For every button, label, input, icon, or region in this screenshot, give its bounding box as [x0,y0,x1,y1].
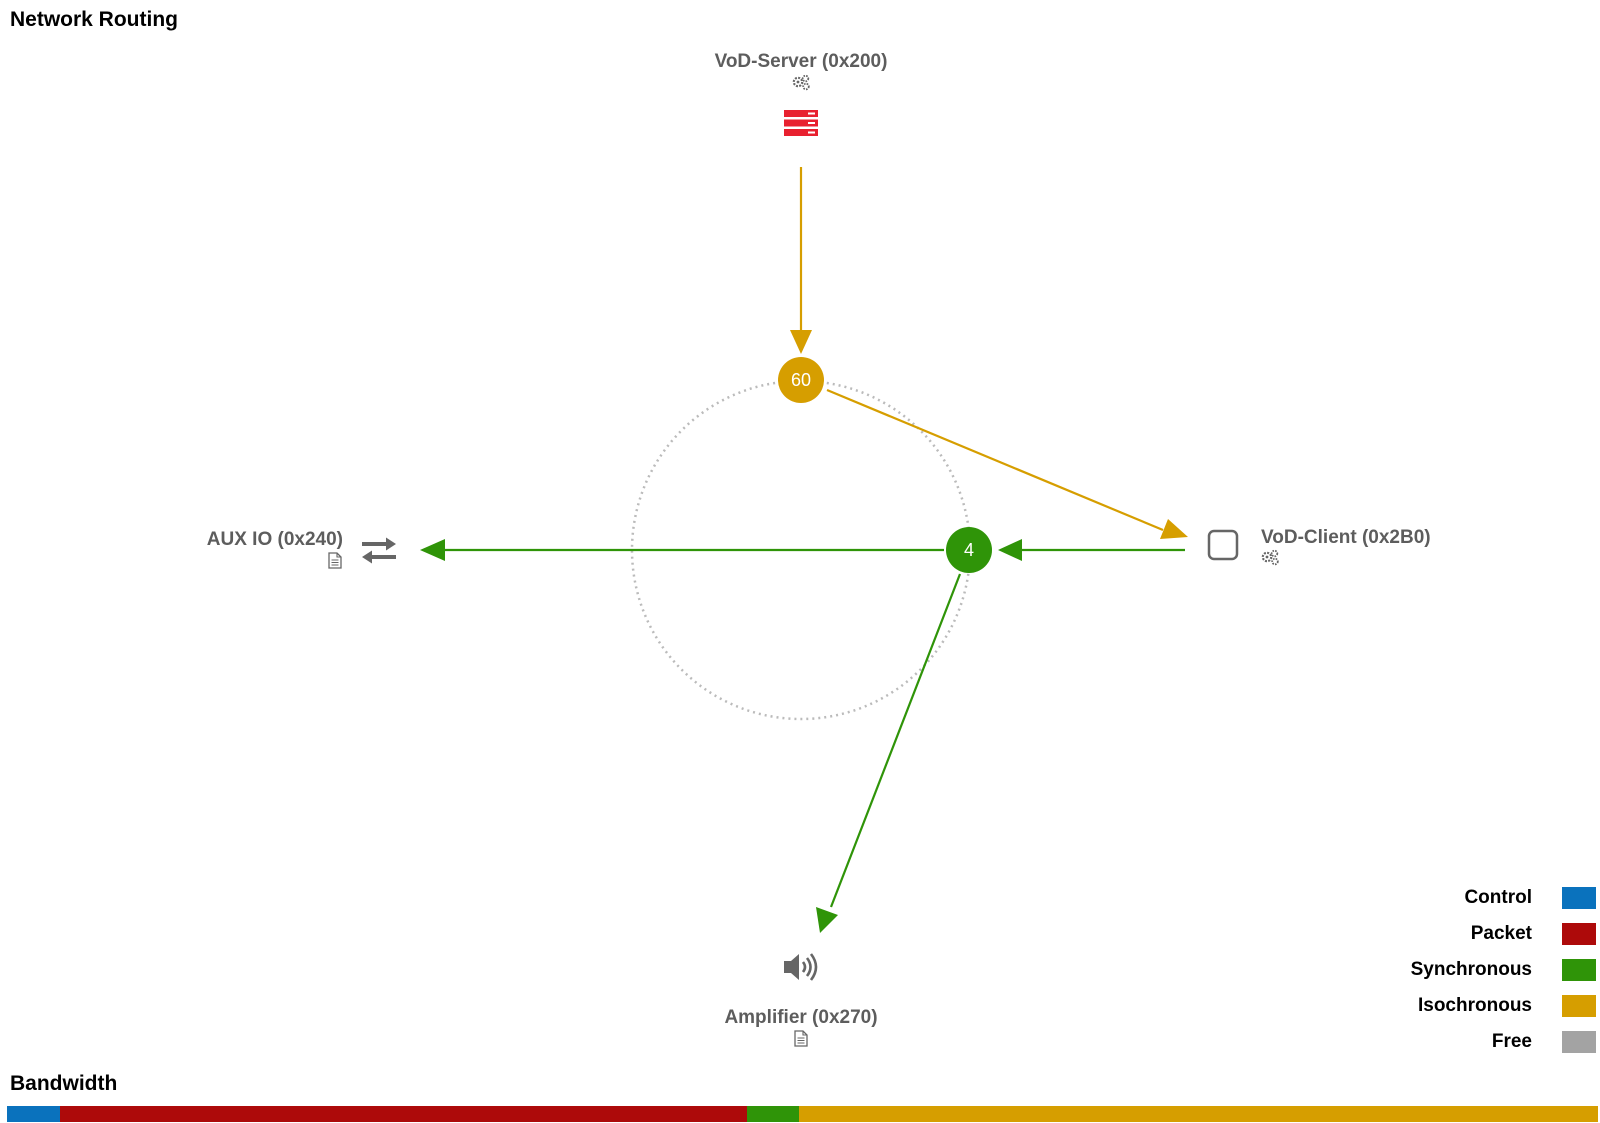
node-vod-client[interactable]: VoD-Client (0x2B0) [1207,527,1431,566]
legend-label: Free [1491,1031,1532,1052]
legend-item-free: Free [1411,1024,1596,1060]
document-icon [794,1030,808,1047]
legend-label: Packet [1470,923,1532,944]
junction-synchronous-value: 4 [964,540,974,560]
junction-isochronous-value: 60 [791,370,811,390]
legend-item-packet: Packet [1411,916,1596,952]
connection-lines [420,167,1188,933]
legend-label: Control [1464,887,1532,908]
bandwidth-segment-synchronous [746,1106,800,1122]
routing-diagram: 60 4 VoD-Server (0x200) VoD-Client (0x2B… [207,51,1431,1047]
legend-item-isochronous: Isochronous [1411,988,1596,1024]
legend-label: Isochronous [1417,995,1532,1016]
amplifier-label: Amplifier (0x270) [724,1007,877,1028]
aux-io-label: AUX IO (0x240) [207,529,343,550]
arrowhead-client-to-junction4 [998,539,1022,561]
junction-isochronous[interactable]: 60 [778,357,824,403]
arrowhead-junction60-to-client [1160,519,1188,539]
node-aux-io[interactable]: AUX IO (0x240) [207,529,396,569]
legend: Control Packet Synchronous Isochronous F… [1411,880,1596,1060]
conn-junction4-to-amplifier[interactable] [829,573,962,908]
legend-item-synchronous: Synchronous [1411,952,1596,988]
junction-synchronous-circle [946,527,992,573]
legend-swatch-isochronous [1562,995,1596,1017]
arrowhead-junction4-to-auxio [420,539,445,561]
document-icon [328,552,342,569]
bandwidth-segment-control [7,1106,60,1122]
legend-swatch-free [1562,1031,1596,1053]
bandwidth-title: Bandwidth [10,1072,118,1095]
bandwidth-bar [7,1106,1598,1122]
junction-isochronous-circle [778,357,824,403]
transfer-arrows-icon [362,537,396,564]
server-icon [784,110,818,136]
conn-junction60-to-client[interactable] [826,388,1164,532]
junction-synchronous[interactable]: 4 [946,527,992,573]
node-amplifier[interactable]: Amplifier (0x270) [724,953,878,1047]
speaker-icon [784,953,818,981]
gears-icon [792,74,810,91]
vod-client-label: VoD-Client (0x2B0) [1261,527,1431,548]
gears-icon [1261,549,1279,566]
legend-label: Synchronous [1410,959,1532,980]
arrowhead-junction4-to-amplifier [816,907,838,933]
bandwidth-segment-packet [59,1106,747,1122]
vod-server-label: VoD-Server (0x200) [715,51,888,72]
arrowhead-server-to-junction60 [790,330,812,354]
legend-swatch-synchronous [1562,959,1596,981]
legend-item-control: Control [1411,880,1596,916]
network-routing-title: Network Routing [10,8,178,31]
bandwidth-segment-isochronous [799,1106,1598,1122]
node-vod-server[interactable]: VoD-Server (0x200) [715,51,888,136]
legend-swatch-control [1562,887,1596,909]
legend-swatch-packet [1562,923,1596,945]
square-icon [1207,529,1239,561]
